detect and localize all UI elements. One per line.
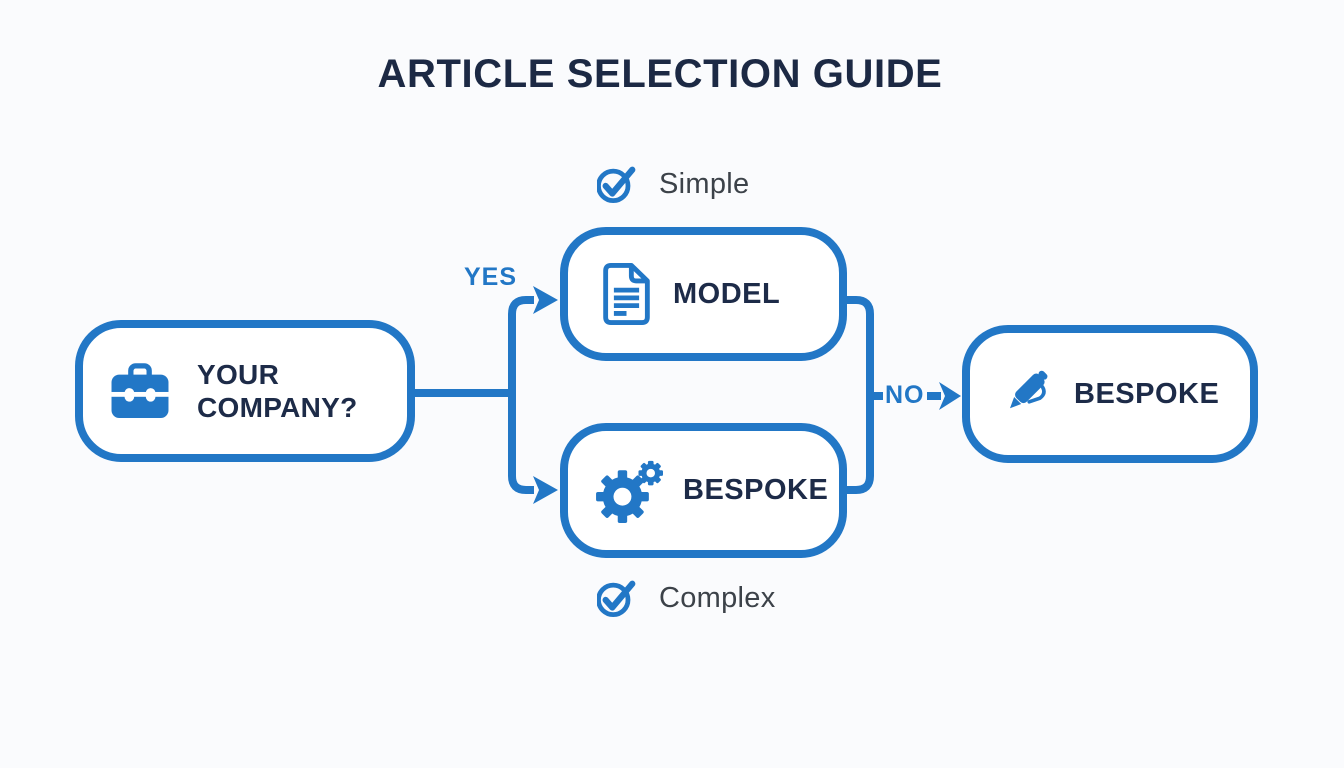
complex-annotation-label: Complex bbox=[659, 581, 776, 614]
check-circle-icon bbox=[597, 166, 636, 204]
gears-icon bbox=[596, 460, 663, 523]
no-edge-label: NO bbox=[885, 381, 925, 409]
briefcase-icon bbox=[111, 363, 169, 419]
complex-annotation: Complex bbox=[597, 578, 776, 618]
simple-annotation-label: Simple bbox=[659, 167, 750, 200]
company-node: YOUR COMPANY? bbox=[75, 320, 415, 462]
edge-yes-split bbox=[508, 296, 534, 494]
simple-annotation: Simple bbox=[597, 164, 749, 204]
no-arrowhead bbox=[939, 382, 961, 410]
bespoke-complex-node-label: BESPOKE bbox=[683, 474, 829, 506]
yes-arrowhead-bottom bbox=[533, 476, 558, 504]
yes-edge-label: YES bbox=[464, 263, 518, 291]
page-title: ARTICLE SELECTION GUIDE bbox=[377, 52, 943, 96]
yes-arrowhead-top bbox=[533, 286, 558, 314]
model-node: MODEL bbox=[560, 227, 847, 361]
edge-no-merge bbox=[845, 296, 874, 494]
bespoke-final-node: BESPOKE bbox=[962, 325, 1258, 463]
check-circle-icon bbox=[597, 580, 636, 618]
document-icon bbox=[603, 262, 650, 326]
pen-icon bbox=[1009, 370, 1048, 409]
bespoke-complex-node: BESPOKE bbox=[560, 423, 847, 558]
bespoke-final-node-label: BESPOKE bbox=[1074, 377, 1220, 410]
company-node-label: YOUR COMPANY? bbox=[197, 359, 358, 423]
model-node-label: MODEL bbox=[673, 277, 781, 310]
